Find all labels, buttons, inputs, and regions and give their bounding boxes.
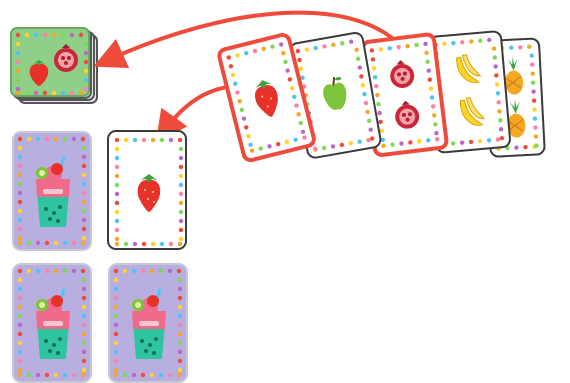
strawberry-icon [134,170,164,214]
smoothie-card[interactable] [12,263,92,383]
played-card[interactable] [107,130,187,250]
pomegranate-icon [390,93,425,140]
banana-icon [450,48,484,94]
smoothie-cup-icon [124,285,174,365]
smoothie-card[interactable] [108,263,188,383]
banana-icon [454,91,488,137]
smoothie-cup-icon [28,153,78,233]
smoothie-card[interactable] [12,131,92,251]
smoothie-cup-icon [28,285,78,365]
